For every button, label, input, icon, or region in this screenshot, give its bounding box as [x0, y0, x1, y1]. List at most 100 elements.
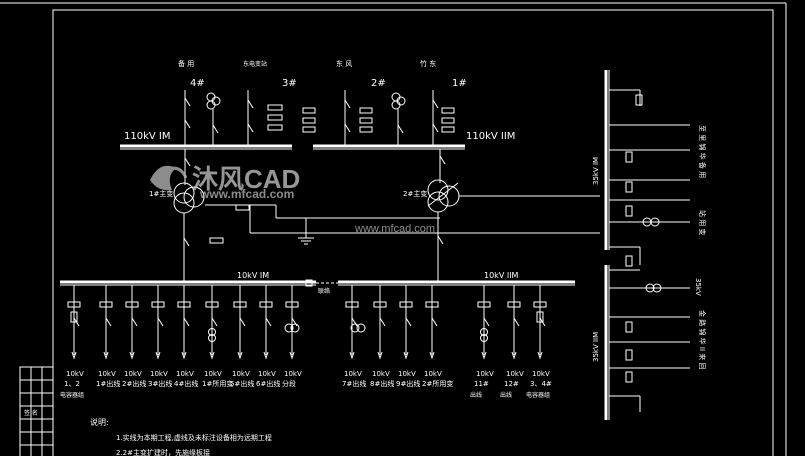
feeder-arrow	[377, 351, 383, 360]
bus-110kv-im-label: 110kV IM	[124, 131, 170, 142]
feeder-transformer	[480, 334, 488, 342]
feeder-breaker	[205, 301, 219, 308]
feeder-voltage: 10kV	[284, 370, 302, 378]
feeder-name: 5#出线	[230, 379, 254, 388]
feeder-switch	[131, 317, 138, 327]
bay-110-3	[247, 90, 283, 146]
bay-name-3: 东电变站	[243, 60, 267, 68]
note-1: 1.实线为本期工程,虚线及未标注设备相为远期工程	[116, 433, 272, 442]
feeder-switch	[157, 317, 164, 327]
feeder-breaker	[125, 301, 139, 308]
stamp-text: 签 名	[24, 409, 38, 417]
feeder-name: 4#出线	[174, 379, 198, 388]
bus-35kv-iim	[604, 265, 610, 420]
feeders-35kv	[609, 89, 690, 412]
feeder-capacitor	[536, 311, 544, 323]
bay-num-2: 2#	[371, 78, 386, 89]
feeder-arrow	[263, 351, 269, 360]
feeder-arrow	[511, 351, 517, 360]
bus-10kv-im-label: 10kV IM	[237, 271, 269, 280]
feeder-desc: 电容器组	[526, 391, 550, 399]
pt-icon	[350, 323, 360, 333]
bus-35kv-label: 35kV	[694, 278, 702, 296]
feeder-arrow	[155, 351, 161, 360]
feeder-breaker	[345, 301, 359, 308]
feeder-voltage: 10kV	[176, 370, 194, 378]
feeder-voltage: 10kV	[424, 370, 442, 378]
feeder-voltage: 10kV	[204, 370, 222, 378]
feeder-desc: 出线	[470, 391, 482, 399]
tie-label: 联络	[318, 287, 330, 295]
feeder-breaker	[177, 301, 191, 308]
feeder-switch	[351, 317, 358, 327]
bus-110kv-iim-label: 110kV IIM	[466, 131, 515, 142]
watermark-url-2: www.mfcad.com	[354, 223, 435, 235]
feeder-name: 6#出线	[256, 379, 280, 388]
feeder-arrow	[481, 351, 487, 360]
bus-110kv-iim	[313, 144, 465, 150]
feeder-name: 12#	[504, 380, 519, 388]
feeder-breaker	[99, 301, 113, 308]
feeder-name: 1#所用变	[202, 379, 233, 388]
watermark-url-1: www.mfcad.com	[199, 187, 294, 201]
feeder-voltage: 10kV	[476, 370, 494, 378]
feeder-breaker	[399, 301, 413, 308]
feeder-voltage: 10kV	[124, 370, 142, 378]
bay-110-4	[184, 90, 221, 146]
bay-name-2: 东 风	[336, 59, 352, 68]
feeder-capacitor	[70, 311, 78, 323]
feeder-switch	[105, 317, 112, 327]
feeder-voltage: 10kV	[398, 370, 416, 378]
bay-110-1	[432, 90, 455, 146]
bus-35kv-iim-label: 35kV IIM	[592, 332, 600, 362]
feeder-desc: 出线	[500, 391, 512, 399]
feeder-arrow	[103, 351, 109, 360]
feeder-name: 11#	[474, 380, 489, 388]
pt-icon	[284, 323, 294, 333]
neutral-grounding	[205, 204, 600, 245]
feeder-arrow	[129, 351, 135, 360]
feeder-switch	[183, 317, 190, 327]
transformer-1-label: 1#主变	[149, 189, 173, 198]
watermark: 沐风CAD www.mfcad.com www.mfcad.com	[150, 164, 435, 235]
feeder-arrow	[71, 351, 77, 360]
feeder-name: 8#出线	[370, 379, 394, 388]
feeder-name: 3#出线	[148, 379, 172, 388]
feeder-voltage: 10kV	[532, 370, 550, 378]
feeder-switch	[405, 317, 412, 327]
feeder-voltage: 10kV	[506, 370, 524, 378]
pt-icon	[290, 323, 300, 333]
bay-num-1: 1#	[452, 78, 467, 89]
bus-10kv-im	[60, 280, 316, 286]
feeder-breaker	[507, 301, 521, 308]
bay-name-4: 备 用	[178, 59, 194, 68]
title-block: 签 名	[19, 366, 54, 456]
feeder-arrow	[181, 351, 187, 360]
bus-tie-breaker	[305, 279, 313, 287]
bay-name-1: 竹 东	[420, 59, 436, 68]
right-vertical-label-3: 金 路 锦 华 II 来 回	[698, 310, 707, 369]
feeder-arrow	[349, 351, 355, 360]
feeder-desc: 电容器组	[60, 391, 84, 399]
feeder-name: 2#出线	[122, 379, 146, 388]
watermark-logo-icon	[150, 165, 188, 191]
feeder-switch	[291, 317, 298, 327]
right-vertical-label-2: 站 用 变	[698, 210, 707, 235]
feeder-switch	[513, 317, 520, 327]
feeder-switch	[265, 317, 272, 327]
feeder-arrow	[429, 351, 435, 360]
pt-icon	[356, 323, 366, 333]
feeder-voltage: 10kV	[150, 370, 168, 378]
feeder-voltage: 10kV	[66, 370, 84, 378]
feeder-switch	[379, 317, 386, 327]
feeder-breaker	[425, 301, 439, 308]
feeder-transformer	[208, 334, 216, 342]
bay-num-3: 3#	[282, 78, 297, 89]
feeder-arrow	[209, 351, 215, 360]
bay-110-2	[302, 90, 406, 146]
feeder-breaker	[373, 301, 387, 308]
feeder-name: 3、4#	[530, 380, 552, 388]
feeder-transformer	[480, 328, 488, 336]
feeder-name: 1#出线	[96, 379, 120, 388]
